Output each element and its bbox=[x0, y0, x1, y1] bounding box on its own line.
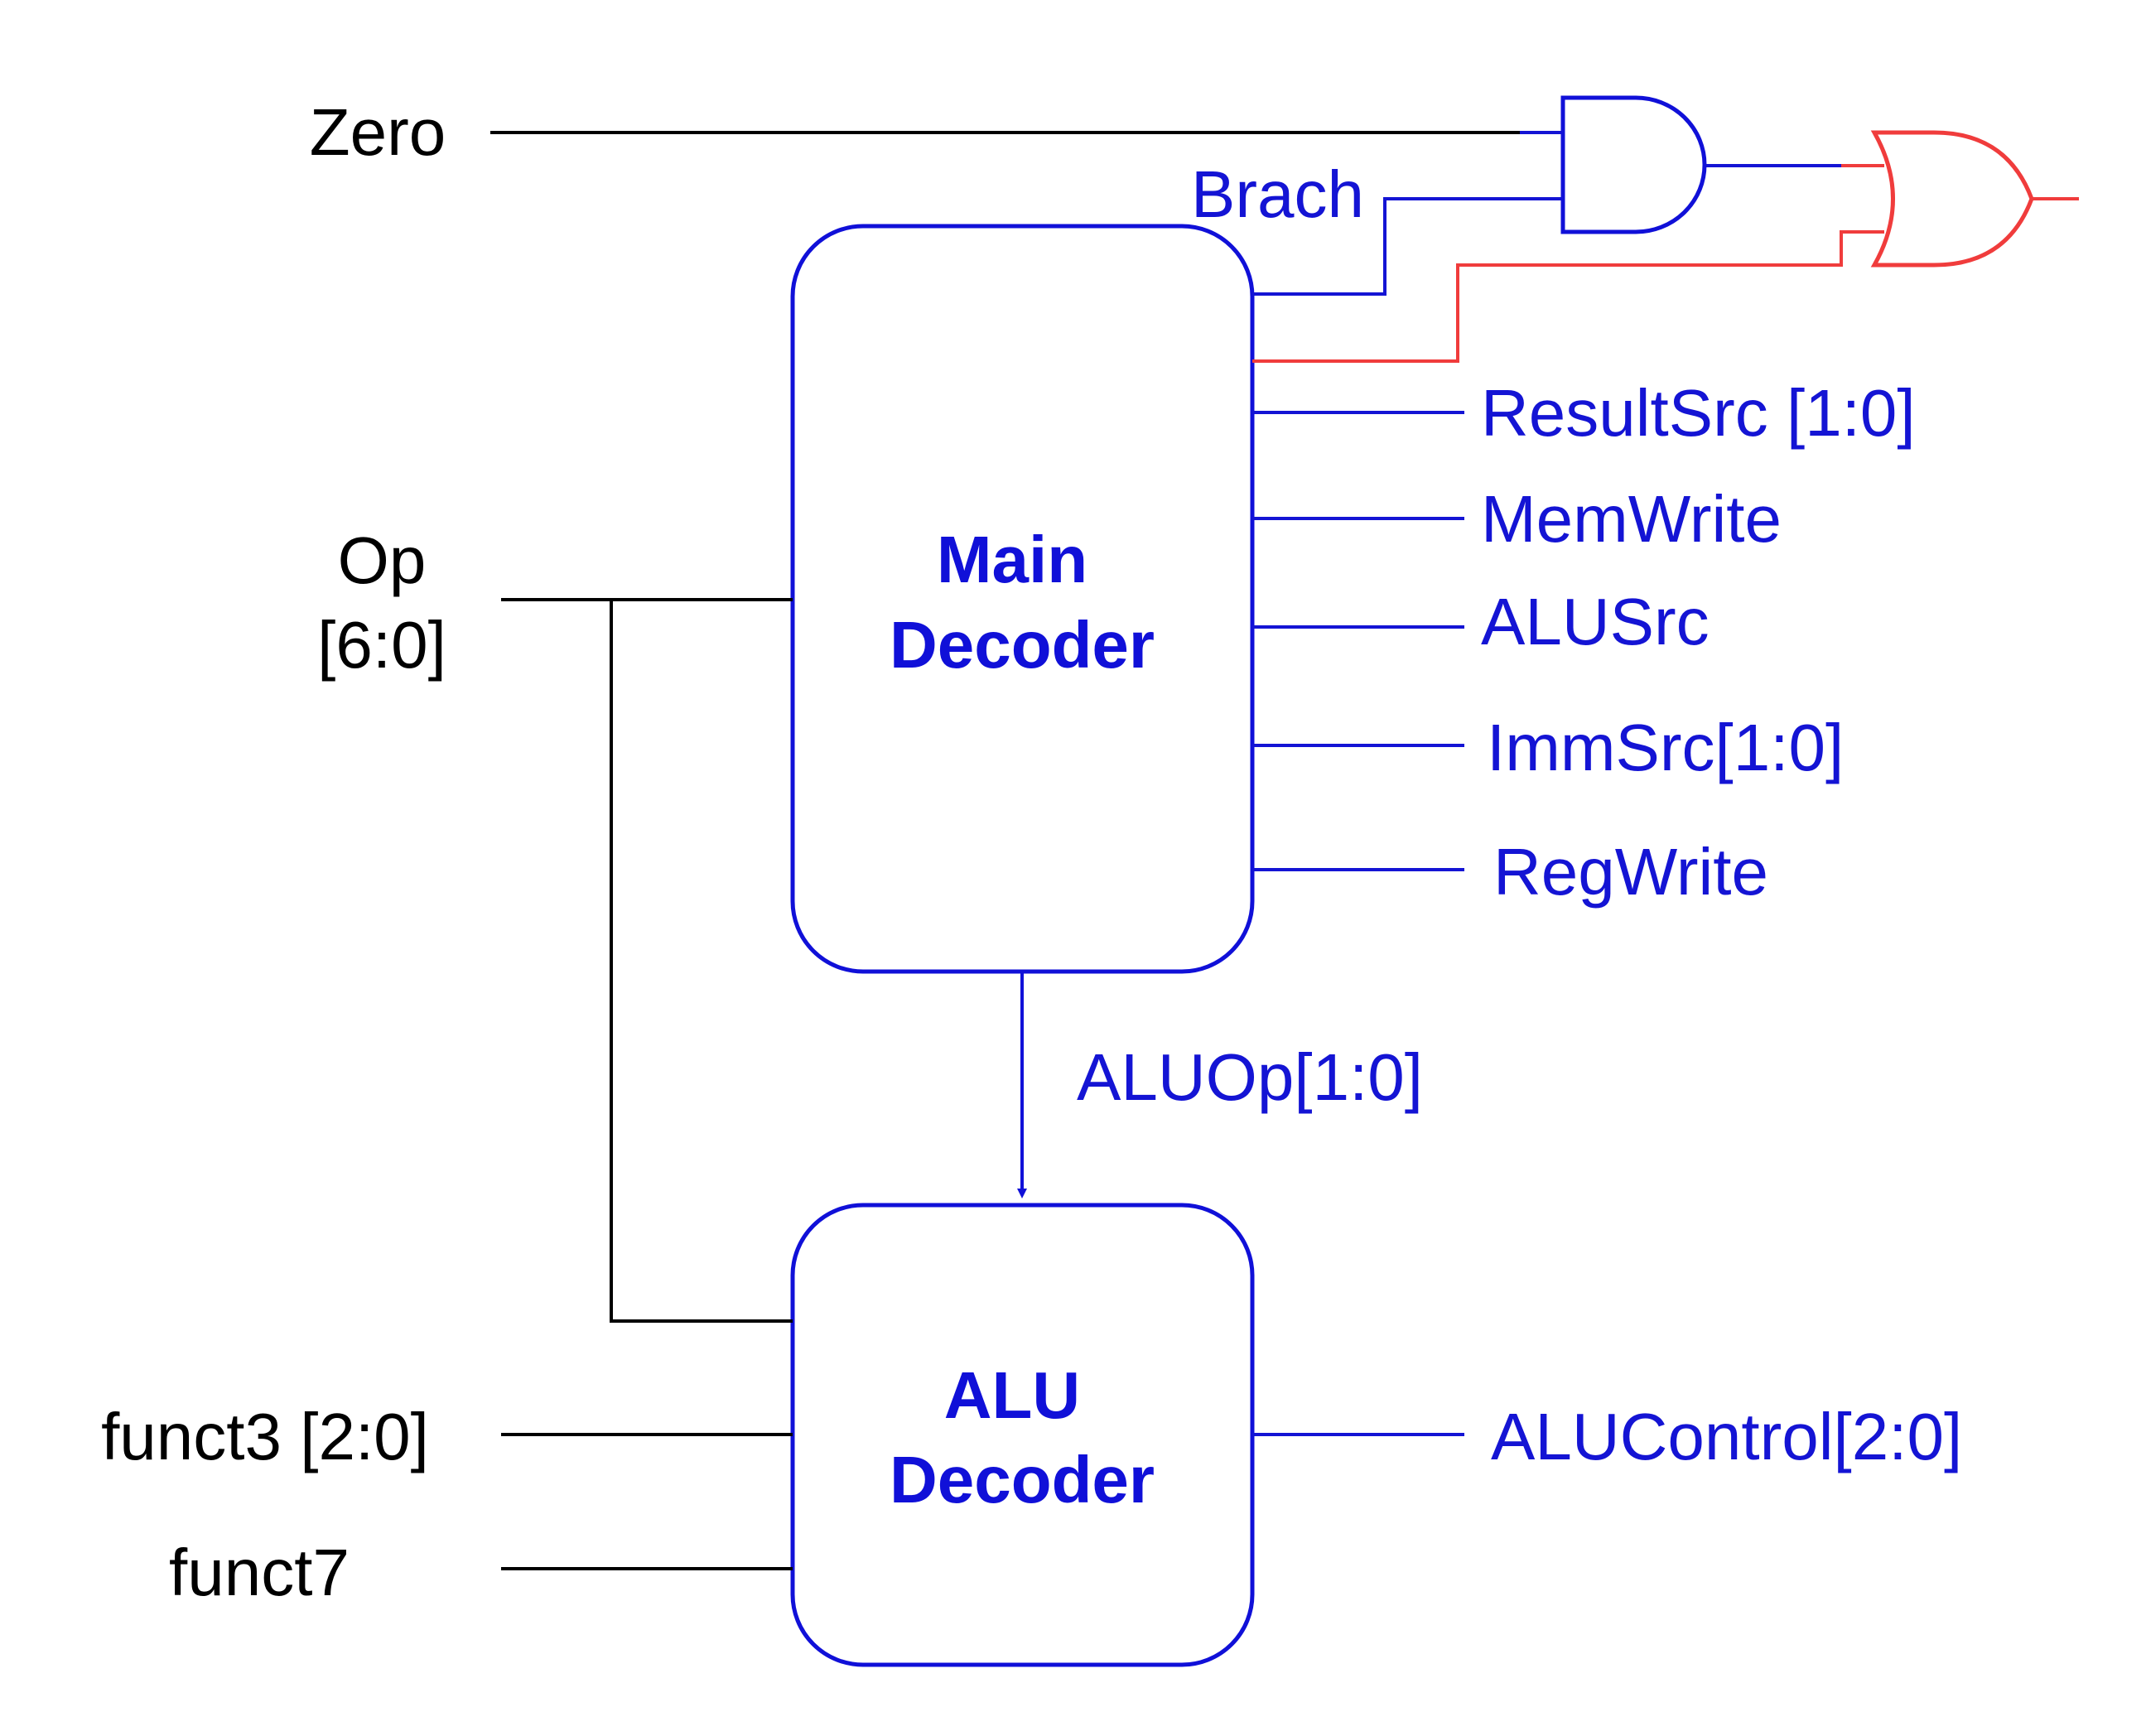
funct7-label: funct7 bbox=[169, 1536, 350, 1609]
alu-decoder-block bbox=[790, 1203, 1255, 1667]
jump-wires bbox=[1252, 164, 2079, 363]
imm-src-label: ImmSrc[1:0] bbox=[1487, 711, 1844, 784]
and-gate-icon bbox=[1560, 95, 1707, 234]
main-decoder-title-line1: Main bbox=[937, 523, 1087, 596]
main-decoder-block bbox=[790, 224, 1255, 974]
reg-write-label: RegWrite bbox=[1493, 835, 1768, 909]
alu-op-label: ALUOp[1:0] bbox=[1077, 1040, 1423, 1114]
funct3-label: funct3 [2:0] bbox=[101, 1400, 429, 1473]
op-label-line1: Op bbox=[338, 523, 427, 597]
alu-decoder-title-line2: Decoder bbox=[890, 1443, 1155, 1517]
branch-wire bbox=[1252, 197, 1563, 296]
alu-control-label: ALUControl[2:0] bbox=[1491, 1400, 1962, 1473]
input-wires bbox=[490, 131, 1520, 1570]
control-wires bbox=[1252, 131, 1841, 1436]
op-label-line2: [6:0] bbox=[317, 608, 446, 682]
result-src-label: ResultSrc [1:0] bbox=[1481, 376, 1916, 450]
jump-wire bbox=[1252, 230, 1884, 363]
alu-src-label: ALUSrc bbox=[1481, 585, 1710, 658]
mem-write-label: MemWrite bbox=[1481, 482, 1782, 556]
alu-decoder-title-line1: ALU bbox=[944, 1358, 1080, 1432]
op-branch-wire bbox=[610, 600, 793, 1323]
zero-label: Zero bbox=[310, 95, 446, 169]
main-decoder-title-line2: Decoder bbox=[890, 608, 1155, 682]
or-gate-icon bbox=[1870, 130, 2034, 268]
branch-label: Brach bbox=[1191, 157, 1364, 231]
